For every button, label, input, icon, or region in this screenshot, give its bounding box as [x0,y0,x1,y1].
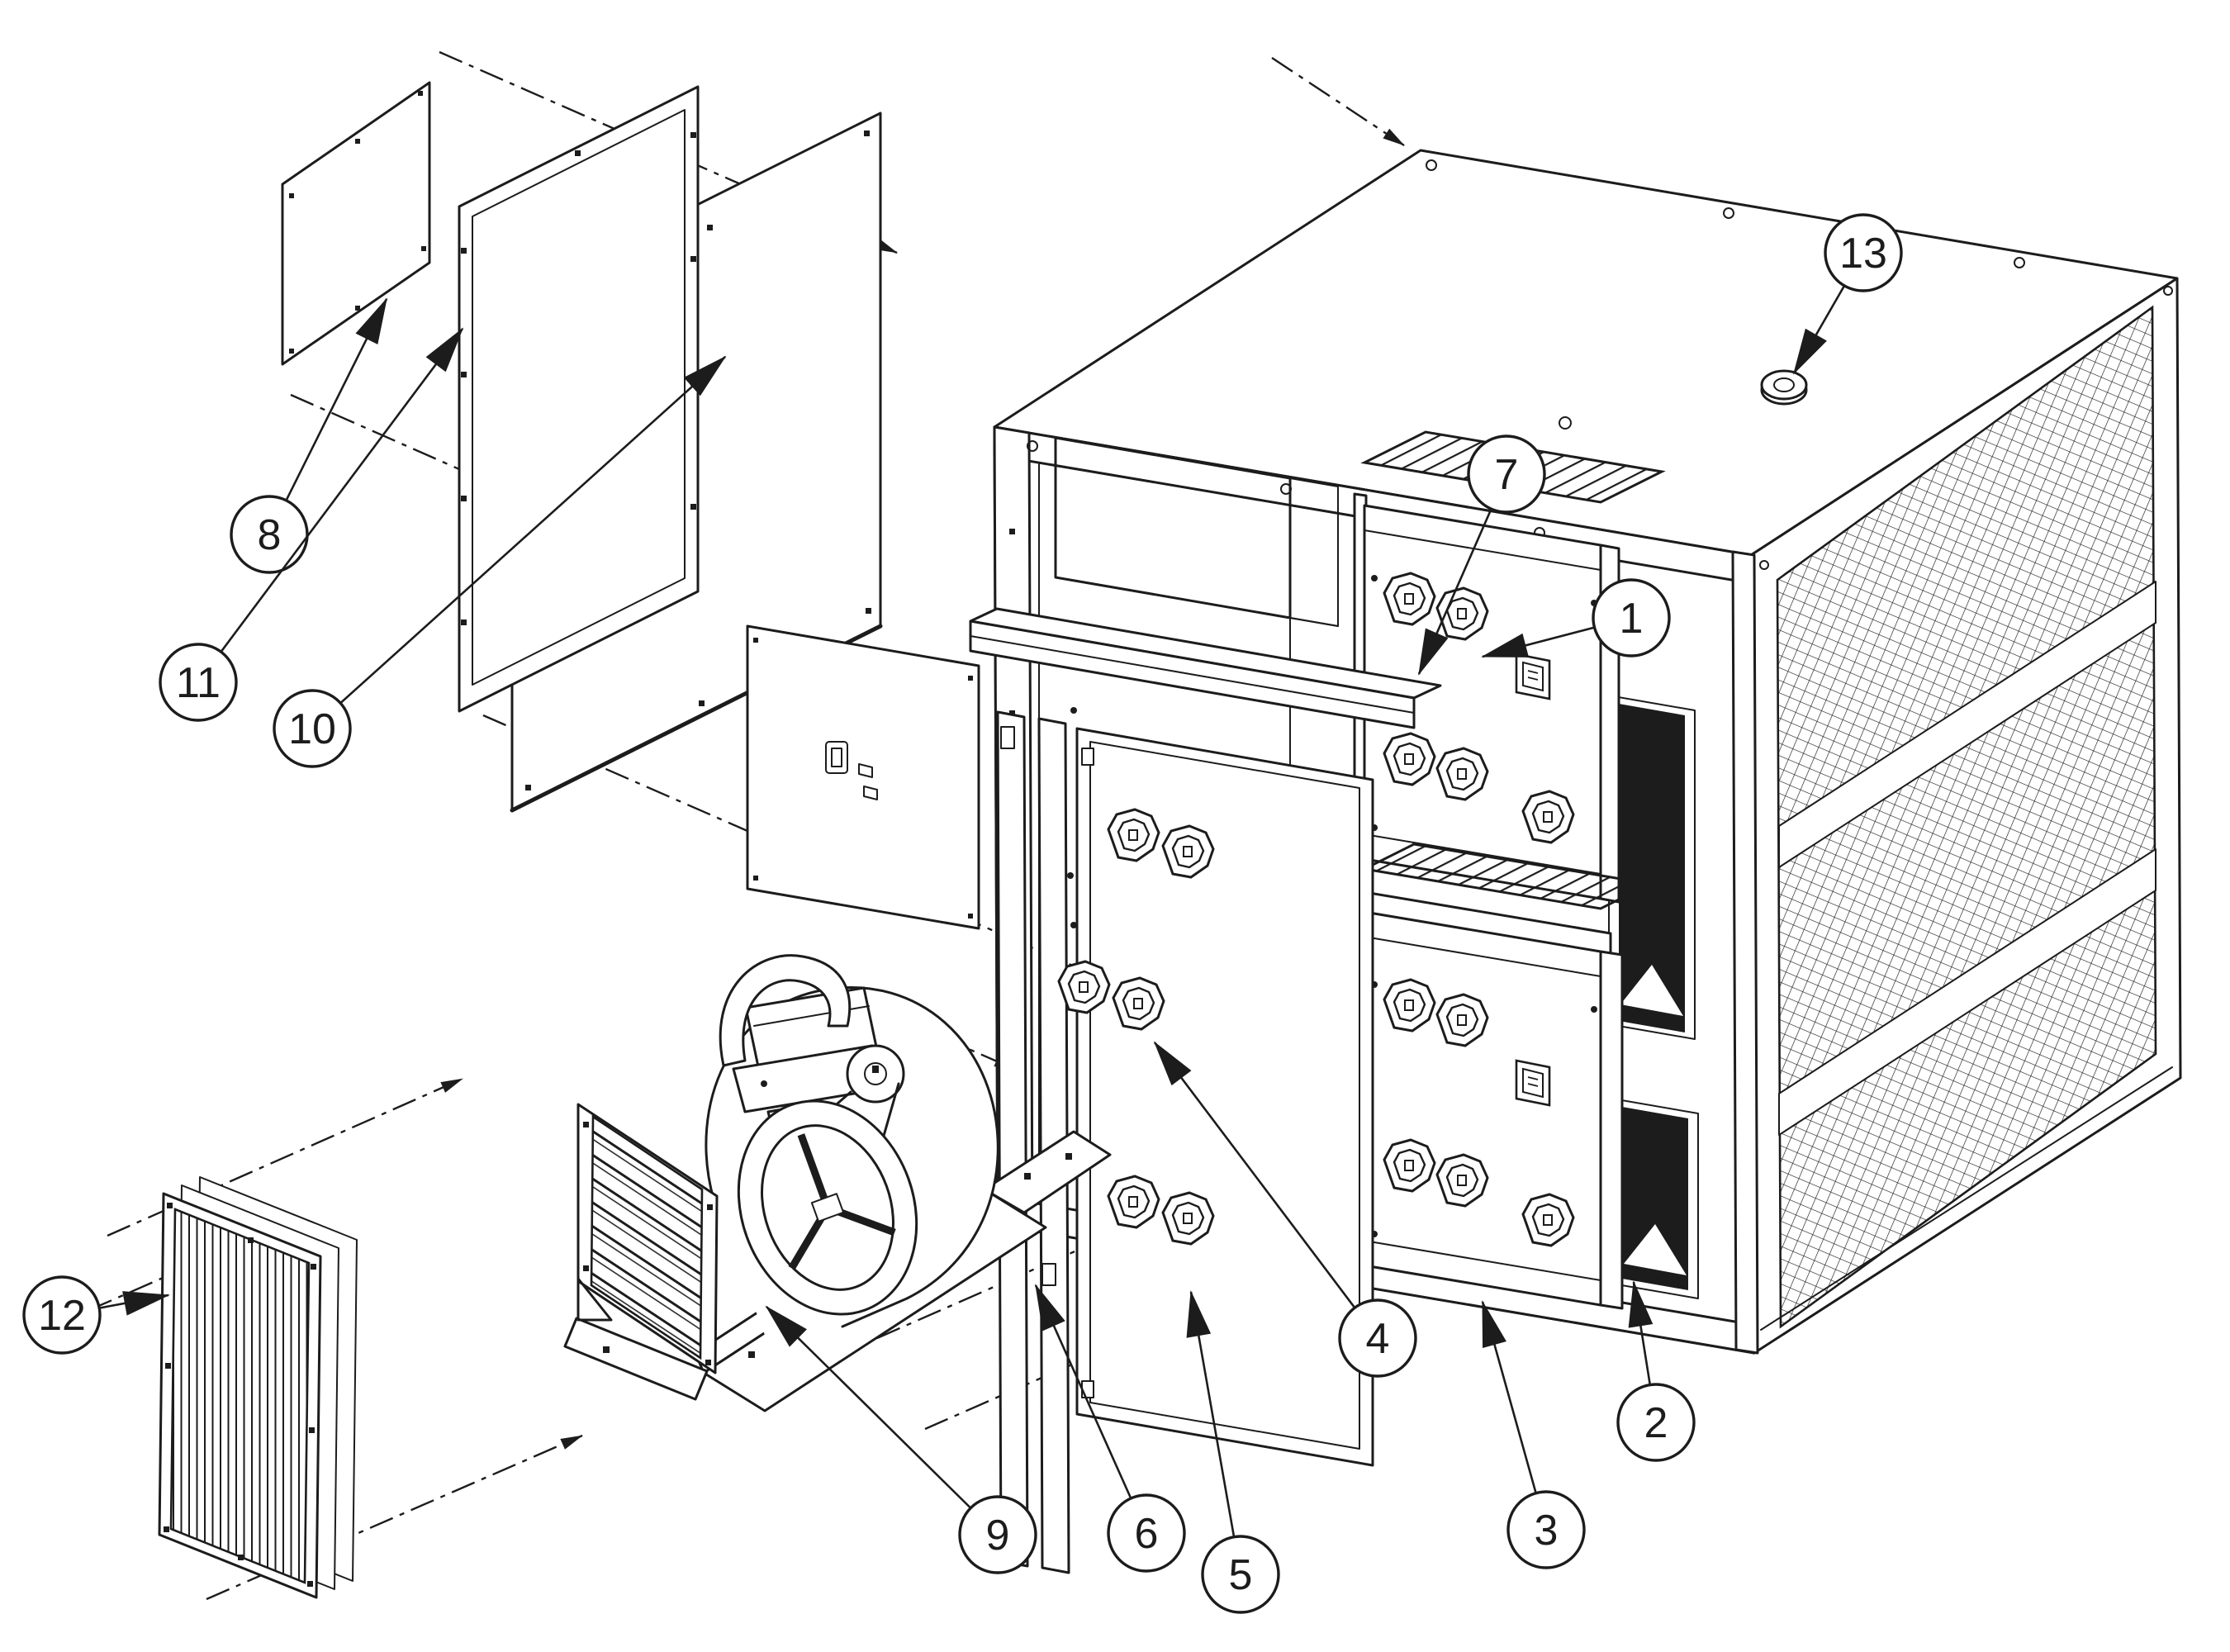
callout-8: 8 [230,297,388,574]
hv-door-panel [1057,727,1374,1467]
door-frame-channel-left [996,710,1029,1568]
inlet-hub [810,1193,845,1222]
callout-3: 3 [1481,1300,1586,1569]
callout-4-label: 4 [1366,1315,1390,1363]
mesh-side-panel [1749,277,2182,1355]
cell-connector [1515,1059,1551,1107]
callout-10-leader [311,355,727,729]
centerline [1271,56,1405,147]
blower-base-right-wing [983,1130,1112,1214]
filter-track-upper [1608,695,1696,1040]
callouts: 1 2 3 4 5 6 7 [22,213,1903,1614]
mesh-rail [1778,581,2156,868]
callout-11-label: 11 [176,659,221,707]
filter-frame-panel-11 [458,85,700,713]
callout-5-label: 5 [1229,1551,1253,1599]
callout-8-label: 8 [258,511,282,559]
callout-5: 5 [1186,1290,1280,1614]
discharge-louver [576,1103,719,1374]
callout-3-label: 3 [1535,1507,1559,1555]
callout-6: 6 [1034,1284,1186,1573]
callout-1: 1 [1481,578,1671,658]
callout-5-leader [1186,1290,1242,1575]
callout-1-label: 1 [1620,595,1644,643]
callout-6-label: 6 [1135,1510,1159,1558]
grommet-13 [1760,369,1808,406]
cell-connector [1515,653,1551,700]
prefilter-grille [158,1176,358,1599]
callout-2: 2 [1616,1280,1696,1462]
callout-13-label: 13 [1839,230,1887,278]
callout-4: 4 [1153,1041,1417,1378]
callout-12-label: 12 [38,1292,86,1340]
callout-9: 9 [765,1305,1037,1574]
door-latch [825,741,878,800]
callout-10: 10 [273,355,727,768]
blower-assembly [563,954,1112,1412]
callout-9-label: 9 [986,1512,1010,1559]
callout-7-label: 7 [1495,451,1519,499]
front-right-stile [1731,550,1759,1355]
callout-11: 11 [159,327,464,722]
callout-10-label: 10 [288,705,336,753]
blower-scroll-housing [705,986,999,1328]
grille-slats [169,1208,311,1584]
callout-7: 7 [1417,434,1546,676]
blower-pulley [846,1044,905,1104]
callout-12: 12 [22,1275,170,1355]
callout-6-leader [1034,1284,1148,1534]
callout-2-label: 2 [1644,1399,1668,1447]
filter-track-lower [1611,1098,1699,1299]
callout-4-leader [1153,1041,1379,1339]
door-top-channel-7 [969,607,1442,729]
blower-base-left-wing [563,1317,709,1401]
access-door-panel [746,624,980,930]
mesh-rail [1778,848,2156,1136]
callout-11-leader [197,327,464,683]
blower-inlet-ring [737,1099,918,1316]
callout-8-leader [268,297,388,535]
callout-3-leader [1481,1300,1548,1531]
blower-handle [719,954,852,1067]
ionizer-fins-lower [1360,843,1654,910]
side-panel-8 [281,81,431,366]
callout-13: 13 [1792,213,1903,375]
power-cell-lower [1353,843,1654,1310]
callout-9-leader [765,1305,999,1536]
